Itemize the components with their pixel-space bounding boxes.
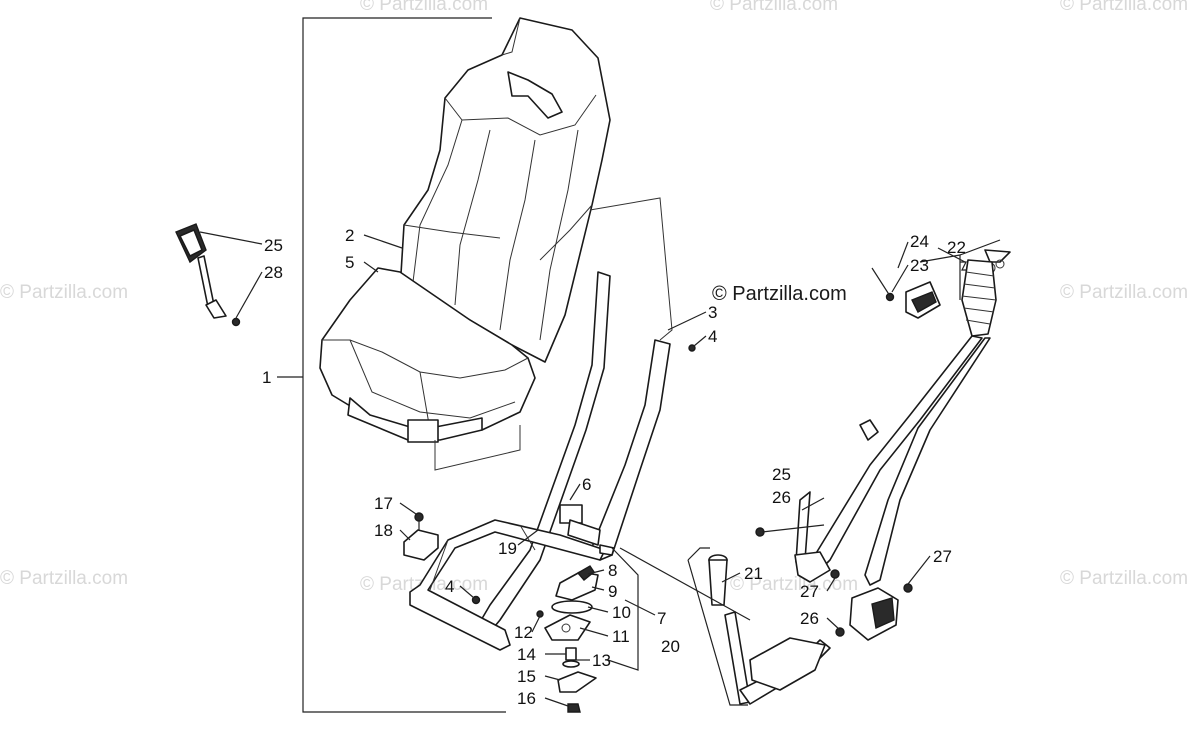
leader-lines	[199, 231, 966, 707]
callout-label: 17	[374, 494, 393, 513]
callout-brackets	[607, 239, 1001, 671]
callout-label: 23	[910, 256, 929, 275]
watermark: © Partzilla.com	[1060, 282, 1188, 303]
watermark: © Partzilla.com	[710, 0, 838, 15]
callout-label: 8	[608, 561, 617, 580]
callout-label: 13	[592, 651, 611, 670]
assembly-bracket	[277, 17, 506, 713]
seat-frame	[409, 271, 671, 651]
seat-cushion	[319, 267, 536, 443]
side-bracket	[403, 512, 439, 561]
left-seat-belt-buckle	[175, 223, 227, 319]
callout-label: 6	[582, 475, 591, 494]
right-seat-belt	[794, 249, 1011, 641]
callout-label: 4	[708, 327, 717, 346]
seat-back	[399, 17, 611, 363]
callout-label: 11	[612, 627, 630, 646]
callout-label: 19	[498, 539, 517, 558]
callout-label: 26	[800, 609, 819, 628]
callout-label: 3	[708, 303, 717, 322]
callout-label: 27	[933, 547, 952, 566]
callout-label: 25	[772, 465, 791, 484]
callout-labels: 25 28 2 5 1 3 4 24 22 23 6 17 18 19 4 8 …	[262, 226, 966, 708]
callout-label: 25	[264, 236, 283, 255]
callout-label: 2	[345, 226, 354, 245]
watermark: © Partzilla.com	[1060, 0, 1188, 15]
watermark: © Partzilla.com	[1060, 568, 1188, 589]
callout-label: 26	[772, 488, 791, 507]
callout-label: 20	[661, 637, 680, 656]
watermark: © Partzilla.com	[0, 568, 128, 589]
seat-latch-parts	[536, 565, 599, 713]
callout-label: 18	[374, 521, 393, 540]
callout-label: 21	[744, 564, 763, 583]
belt-anchor-bracket	[687, 547, 831, 706]
callout-label: 12	[514, 623, 533, 642]
callout-label: 4	[445, 577, 454, 596]
callout-label: 14	[517, 645, 536, 664]
callout-label: 10	[612, 603, 631, 622]
watermark-layer: © Partzilla.com © Partzilla.com © Partzi…	[0, 0, 1188, 595]
watermark: © Partzilla.com	[730, 574, 858, 595]
callout-label: 28	[264, 263, 283, 282]
projection-lines	[434, 197, 673, 471]
callout-label: 7	[657, 609, 666, 628]
watermark: © Partzilla.com	[0, 282, 128, 303]
callout-label: 5	[345, 253, 354, 272]
watermark: © Partzilla.com	[360, 0, 488, 15]
credit-text: © Partzilla.com	[712, 283, 847, 305]
callout-label: 27	[800, 582, 819, 601]
callout-label: 24	[910, 232, 929, 251]
callout-label: 22	[947, 238, 966, 257]
callout-label: 16	[517, 689, 536, 708]
callout-label: 9	[608, 582, 617, 601]
callout-label: 1	[262, 368, 271, 387]
callout-label: 15	[517, 667, 536, 686]
